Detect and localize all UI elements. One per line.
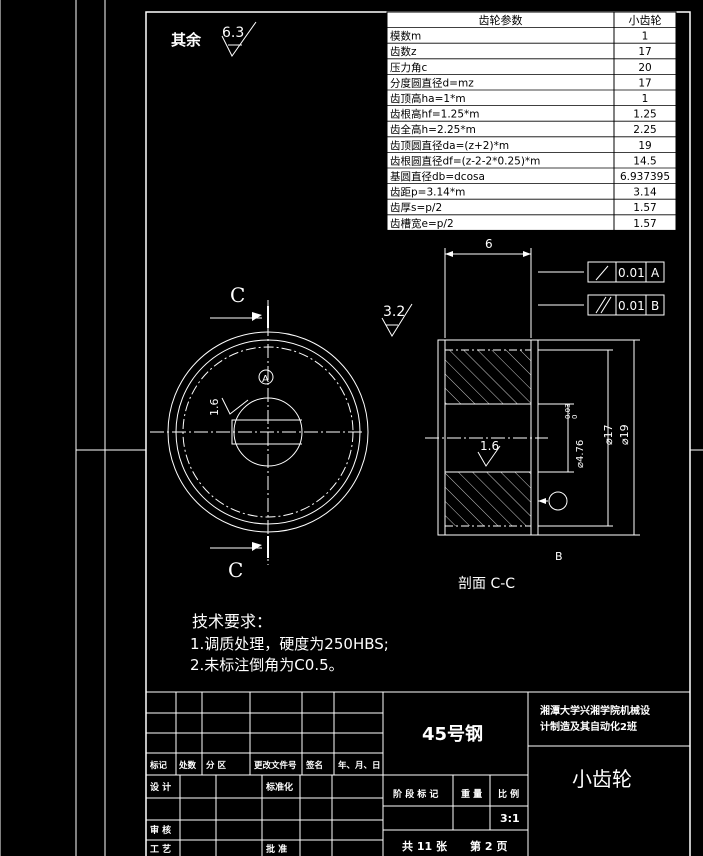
params-row-name: 压力角c (390, 61, 427, 74)
params-row-value: 1 (642, 31, 649, 43)
design-label: 设 计 (150, 781, 171, 793)
params-row-name: 基圆直径db=dcosa (390, 170, 485, 183)
section-mark-top: C (230, 283, 245, 307)
rough-default-value: 6.3 (222, 25, 244, 41)
part-name: 小齿轮 (572, 767, 632, 791)
params-row-name: 齿数z (390, 45, 417, 58)
datum-b-label: B (555, 550, 563, 563)
stage-header-2: 比 例 (498, 788, 519, 800)
stage-header-1: 重 量 (461, 788, 482, 800)
params-row-value: 19 (638, 140, 651, 152)
school-line-1: 湘潭大学兴湘学院机械设 (540, 704, 650, 717)
standard-label: 标准化 (265, 781, 293, 793)
params-header-0: 齿轮参数 (479, 13, 523, 27)
params-row-name: 模数m (390, 30, 421, 43)
params-row-name: 齿根圆直径df=(z-2-2*0.25)*m (390, 154, 540, 167)
params-row-name: 齿根高hf=1.25*m (390, 108, 480, 121)
params-row-name: 齿槽宽e=p/2 (390, 217, 454, 230)
params-row-name: 齿距p=3.14*m (390, 187, 465, 199)
section-caption: 剖面 C-C (458, 576, 515, 592)
tech-title: 技术要求： (192, 612, 272, 631)
tech-item-2: 2.未标注倒角为C0.5。 (190, 656, 344, 674)
tol1-datum: A (651, 266, 660, 280)
scale-value: 3:1 (500, 812, 520, 825)
params-row-value: 2.25 (633, 124, 656, 136)
tol2-value: 0.01 (618, 299, 645, 313)
dim-bore-tol-upper: 0.03 (564, 403, 572, 419)
roughness-default-symbol (221, 21, 257, 57)
params-row-name: 齿厚s=p/2 (390, 202, 442, 214)
params-row-name: 分度圆直径d=mz (390, 76, 474, 89)
width-dim: 6 (485, 237, 493, 251)
datum-a-label: A (262, 374, 269, 385)
params-row-value: 1 (642, 93, 649, 105)
params-row-name: 齿全高h=2.25*m (390, 123, 476, 136)
rev-header: 签名 (305, 760, 323, 771)
params-row-value: 1.57 (633, 218, 656, 230)
params-row-value: 3.14 (633, 187, 657, 199)
params-row-value: 14.5 (633, 155, 656, 167)
rev-header: 分 区 (206, 760, 226, 771)
params-row-value: 1.25 (633, 109, 656, 121)
params-row-value: 17 (638, 46, 651, 58)
tol2-datum: B (651, 299, 659, 313)
process-label: 工 艺 (150, 843, 171, 855)
params-row-value: 1.57 (633, 202, 656, 214)
sheets-total: 共 11 张 (402, 839, 448, 853)
sheet-no: 第 2 页 (470, 839, 507, 853)
school-line-2: 计制造及其自动化2班 (540, 720, 637, 733)
stage-header-0: 阶 段 标 记 (393, 788, 438, 800)
section-view: 6 0.01 A 0.01 B B ⌀4.76 0.03 0 ⌀17 ⌀19 3… (381, 237, 665, 592)
dim-outer: ⌀19 (618, 424, 631, 445)
params-row-value: 20 (638, 62, 651, 74)
rough-inner-value: 1.6 (208, 399, 221, 417)
rev-header: 处数 (178, 760, 197, 771)
rough-bore-value: 1.6 (480, 439, 499, 453)
rev-header: 更改文件号 (254, 760, 297, 771)
rev-header: 标记 (149, 760, 168, 771)
tech-item-1: 1.调质处理，硬度为250HBS; (190, 635, 389, 653)
tol1-value: 0.01 (618, 266, 645, 280)
section-mark-bottom: C (228, 558, 243, 582)
material: 45号钢 (422, 723, 483, 745)
rev-header: 年、月、日 (338, 760, 381, 771)
review-label: 审 核 (150, 824, 171, 836)
dim-bore-tol-lower: 0 (571, 415, 579, 419)
params-header-1: 小齿轮 (629, 13, 662, 27)
title-block: 标记处数分 区更改文件号签名年、月、日 设 计 标准化 审 核 工 艺 批 准 … (146, 691, 690, 856)
dim-pitch: ⌀17 (602, 424, 615, 445)
approve-label: 批 准 (266, 843, 287, 855)
params-row-value: 17 (638, 77, 651, 89)
front-view: C C A 1.6 (150, 283, 369, 582)
params-row-name: 齿顶圆直径da=(z+2)*m (390, 139, 509, 152)
dim-bore: ⌀4.76 (575, 440, 586, 468)
rough-side-value: 3.2 (383, 304, 405, 320)
params-row-value: 6.937395 (620, 171, 670, 183)
params-row-name: 齿顶高ha=1*m (390, 92, 466, 105)
qiyu-label: 其余 (171, 31, 202, 49)
